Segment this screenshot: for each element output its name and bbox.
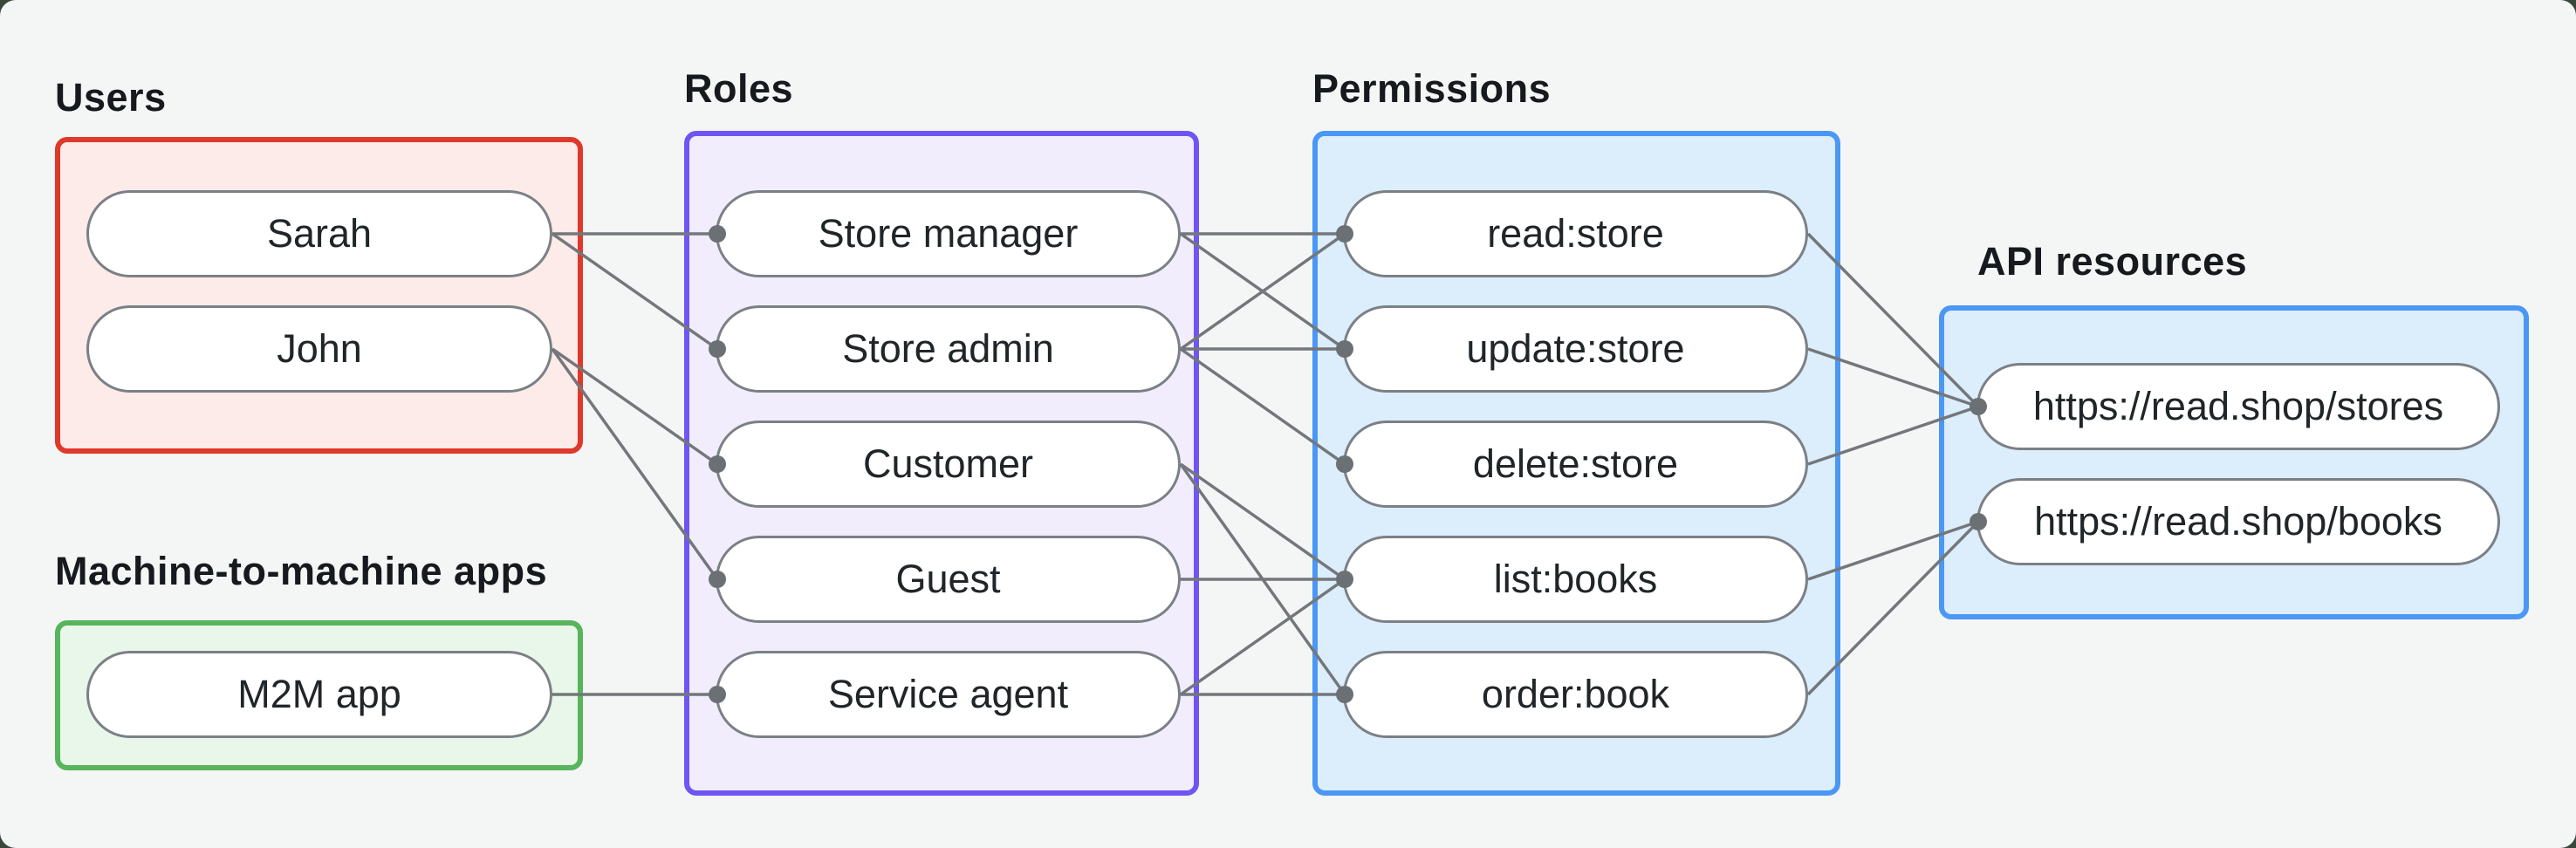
node-guest: Guest <box>716 536 1181 623</box>
group-label-machine-to-machine-apps: Machine-to-machine apps <box>55 549 548 593</box>
group-label-permissions: Permissions <box>1312 66 1552 111</box>
node-read-store: read:store <box>1343 190 1808 277</box>
node-list-books: list:books <box>1343 536 1808 623</box>
group-box-users <box>55 137 583 454</box>
node-customer: Customer <box>716 421 1181 508</box>
node-john: John <box>86 305 552 393</box>
node-sarah: Sarah <box>86 190 552 277</box>
group-label-roles: Roles <box>684 66 794 111</box>
node-m2m-app: M2M app <box>86 651 552 738</box>
group-box-api-resources <box>1939 305 2529 619</box>
node-order-book: order:book <box>1343 651 1808 738</box>
node-service-agent: Service agent <box>716 651 1181 738</box>
group-label-api-resources: API resources <box>1977 239 2248 284</box>
node-store-manager: Store manager <box>716 190 1181 277</box>
node-store-admin: Store admin <box>716 305 1181 393</box>
node-books-api: https://read.shop/books <box>1977 478 2500 565</box>
node-delete-store: delete:store <box>1343 421 1808 508</box>
group-label-users: Users <box>55 75 167 120</box>
node-update-store: update:store <box>1343 305 1808 393</box>
node-stores-api: https://read.shop/stores <box>1977 363 2500 450</box>
